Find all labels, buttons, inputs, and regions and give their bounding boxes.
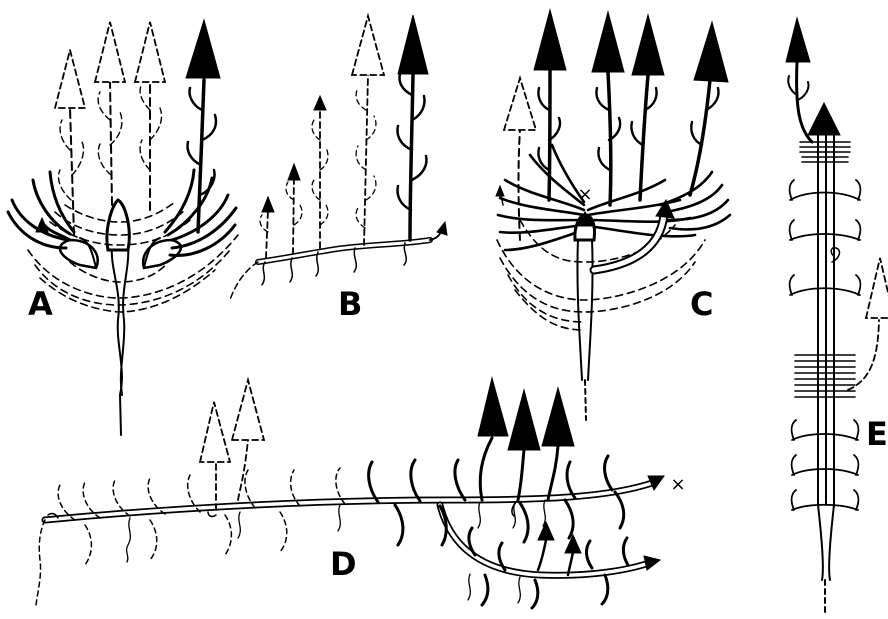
panel-b: [230, 15, 447, 300]
panel-c-label: C: [690, 288, 713, 320]
panel-e-label: E: [866, 418, 888, 450]
panel-a-central-bulb: [107, 200, 129, 250]
panel-e: [786, 18, 888, 612]
panel-d-label: D: [330, 548, 357, 580]
panel-c-cross-mark: ×: [577, 184, 592, 205]
panel-c: ×: [496, 10, 730, 420]
panel-b-label: B: [338, 288, 362, 320]
panel-a-taproot: [112, 245, 122, 435]
panel-a: [8, 20, 238, 435]
panel-d: ×: [36, 378, 686, 608]
panel-d-cross-mark: ×: [670, 474, 685, 495]
panel-a-label: A: [28, 288, 53, 320]
